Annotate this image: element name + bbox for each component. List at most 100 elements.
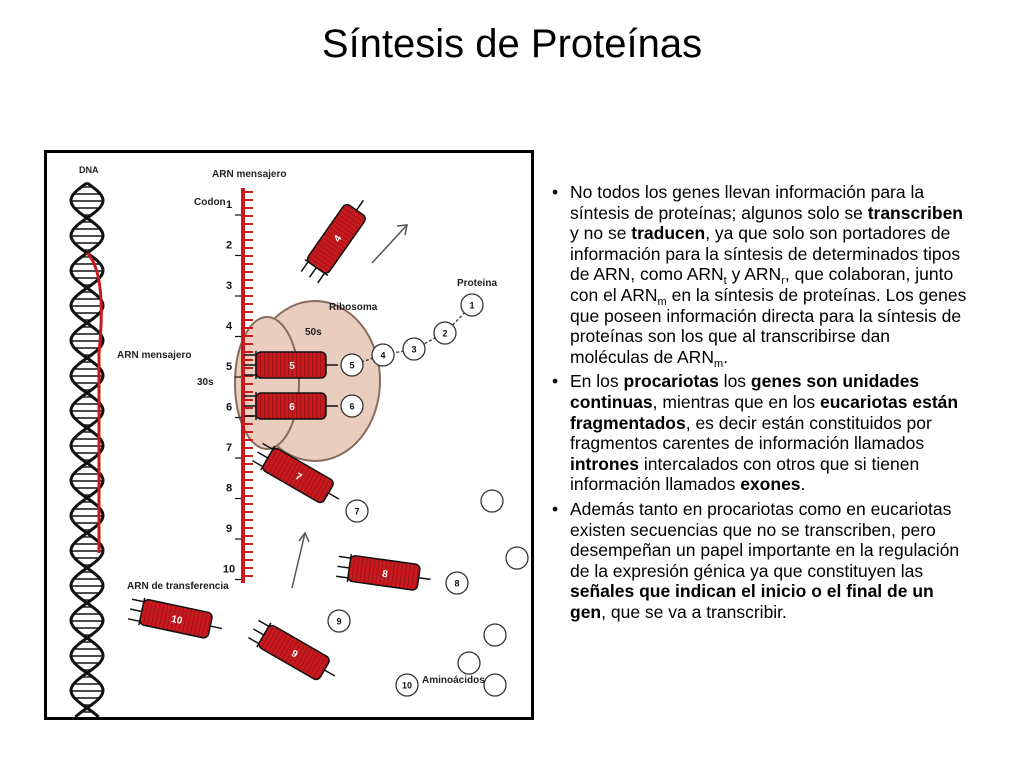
text-run: . xyxy=(723,346,729,367)
subscript: r xyxy=(781,275,785,288)
free-aminoacid-circle xyxy=(483,673,507,697)
trna-molecule: 7 xyxy=(252,442,340,504)
trna-number: 6 xyxy=(289,402,295,413)
label-ribosoma: Ribosoma xyxy=(329,302,378,313)
text-run: , que colaboran, junto con el ARN xyxy=(570,264,954,305)
trna-molecule: 6 xyxy=(244,392,338,420)
codon-number: 4 xyxy=(226,321,233,333)
label-proteina: Proteina xyxy=(457,278,497,289)
subscript: t xyxy=(723,275,727,288)
label-30s: 30s xyxy=(197,377,214,388)
aminoacid-circle xyxy=(460,293,484,317)
text-run: , es decir están constituidos por fragme… xyxy=(570,412,932,454)
aminoacid-circle xyxy=(345,499,369,523)
text-run: , mientras que en los xyxy=(652,391,820,412)
trna-molecule: 10 xyxy=(127,597,223,639)
text-run: intercalados con otros que si tienen inf… xyxy=(570,453,920,495)
mrna-strand-in-dna xyxy=(85,251,103,553)
bold-run: eucariotas están fragmentados xyxy=(570,391,959,433)
free-aminoacid-circle xyxy=(457,651,481,675)
codon-number: 10 xyxy=(223,564,235,576)
text-run: . xyxy=(800,474,806,495)
label-arn-transferencia: ARN de transferencia xyxy=(127,581,229,592)
text-run: y no se xyxy=(570,223,632,244)
paragraph-2: • En los procariotas los genes son unidad… xyxy=(552,371,972,495)
aminoacid-number: 9 xyxy=(336,617,341,627)
mrna-ladder: 1 2 3 4 5 6 7 8 9 10 xyxy=(223,188,253,583)
text-run: los xyxy=(718,371,751,392)
text-run: y ARN xyxy=(726,264,782,285)
aminoacid-circle xyxy=(402,337,426,361)
free-aminoacid-circle xyxy=(483,623,507,647)
aminoacid-number: 7 xyxy=(354,507,359,517)
codon-number: 6 xyxy=(226,402,232,414)
dna-double-helix xyxy=(69,181,105,717)
aminoacid-number: 3 xyxy=(411,345,416,355)
subscript: m xyxy=(713,357,724,370)
arrow-up-right-bottom xyxy=(291,531,310,589)
aminoacid-number: 4 xyxy=(380,351,385,361)
body-text: • No todos los genes llevan información p… xyxy=(552,182,972,626)
label-aminoacidos: Aminoácidos xyxy=(422,675,485,686)
trna-molecule: 5 xyxy=(244,351,338,379)
codon-number: 2 xyxy=(226,240,232,252)
label-arn-mensajero-top: ARN mensajero xyxy=(212,169,286,180)
label-dna: DNA xyxy=(79,165,99,175)
label-50s: 50s xyxy=(305,327,322,338)
text-run: Además tanto en procariotas como en euca… xyxy=(570,498,960,581)
bold-run: procariotas xyxy=(623,371,719,392)
codon-number: 7 xyxy=(226,442,232,454)
aminoacid-circle xyxy=(340,353,364,377)
aminoacid-number: 6 xyxy=(349,402,354,412)
codon-number: 1 xyxy=(226,199,232,211)
aminoacid-circle xyxy=(445,571,469,595)
bold-run: intrones xyxy=(570,453,640,474)
aminoacid-number: 1 xyxy=(469,301,474,311)
trna-molecule: 8 xyxy=(335,554,431,591)
arrow-up-right-top xyxy=(371,224,408,264)
aminoacid-circle xyxy=(371,343,395,367)
trna-group: 4 5 6 7 8 9 10 xyxy=(127,199,431,681)
trna-number: 4 xyxy=(332,233,344,244)
bold-run: señales que indican el inicio o el final… xyxy=(570,581,934,622)
aminoacid-circle xyxy=(327,609,351,633)
bullet: • xyxy=(552,371,559,392)
codon-number: 3 xyxy=(226,280,232,292)
bold-run: transcriben xyxy=(867,202,963,223)
bold-run: traducen xyxy=(631,223,706,244)
trna-molecule: 9 xyxy=(248,619,336,681)
free-aminoacid-circle xyxy=(480,489,504,513)
page-title: Síntesis de Proteínas xyxy=(321,22,703,66)
subscript: m xyxy=(657,295,667,308)
aminoacid-number: 8 xyxy=(454,579,459,589)
text-run: En los xyxy=(570,371,624,392)
codon-number: 9 xyxy=(226,523,232,535)
aminoacid-circle xyxy=(433,321,457,345)
paragraph-3: • Además tanto en procariotas como en euc… xyxy=(552,499,972,623)
codon-number: 8 xyxy=(226,483,232,495)
text-run: en la síntesis de proteínas. Los genes q… xyxy=(570,284,967,367)
free-aminoacid-circle xyxy=(505,546,529,570)
text-run: No todos los genes llevan información pa… xyxy=(570,182,925,223)
text-run: , ya que solo son portadores de informac… xyxy=(570,223,961,285)
aminoacid-circle xyxy=(395,673,419,697)
paragraph-1: • No todos los genes llevan información p… xyxy=(552,182,972,370)
bold-run: genes son unidades continuas xyxy=(570,371,920,412)
text-run: , que se va a transcribir. xyxy=(601,601,787,622)
bold-run: exones xyxy=(740,474,801,495)
bullet: • xyxy=(552,182,559,202)
label-codon: Codon xyxy=(194,197,226,208)
trna-number: 9 xyxy=(289,648,300,661)
codon-number: 5 xyxy=(226,361,232,373)
aminoacid-number: 2 xyxy=(442,329,447,339)
bullet: • xyxy=(552,498,559,519)
aminoacid-circle xyxy=(340,394,364,418)
trna-number: 10 xyxy=(170,614,184,627)
trna-molecule: 4 xyxy=(300,199,366,284)
aminoacid-number: 10 xyxy=(402,681,412,691)
trna-number: 8 xyxy=(381,569,388,581)
trna-number: 5 xyxy=(289,361,295,372)
